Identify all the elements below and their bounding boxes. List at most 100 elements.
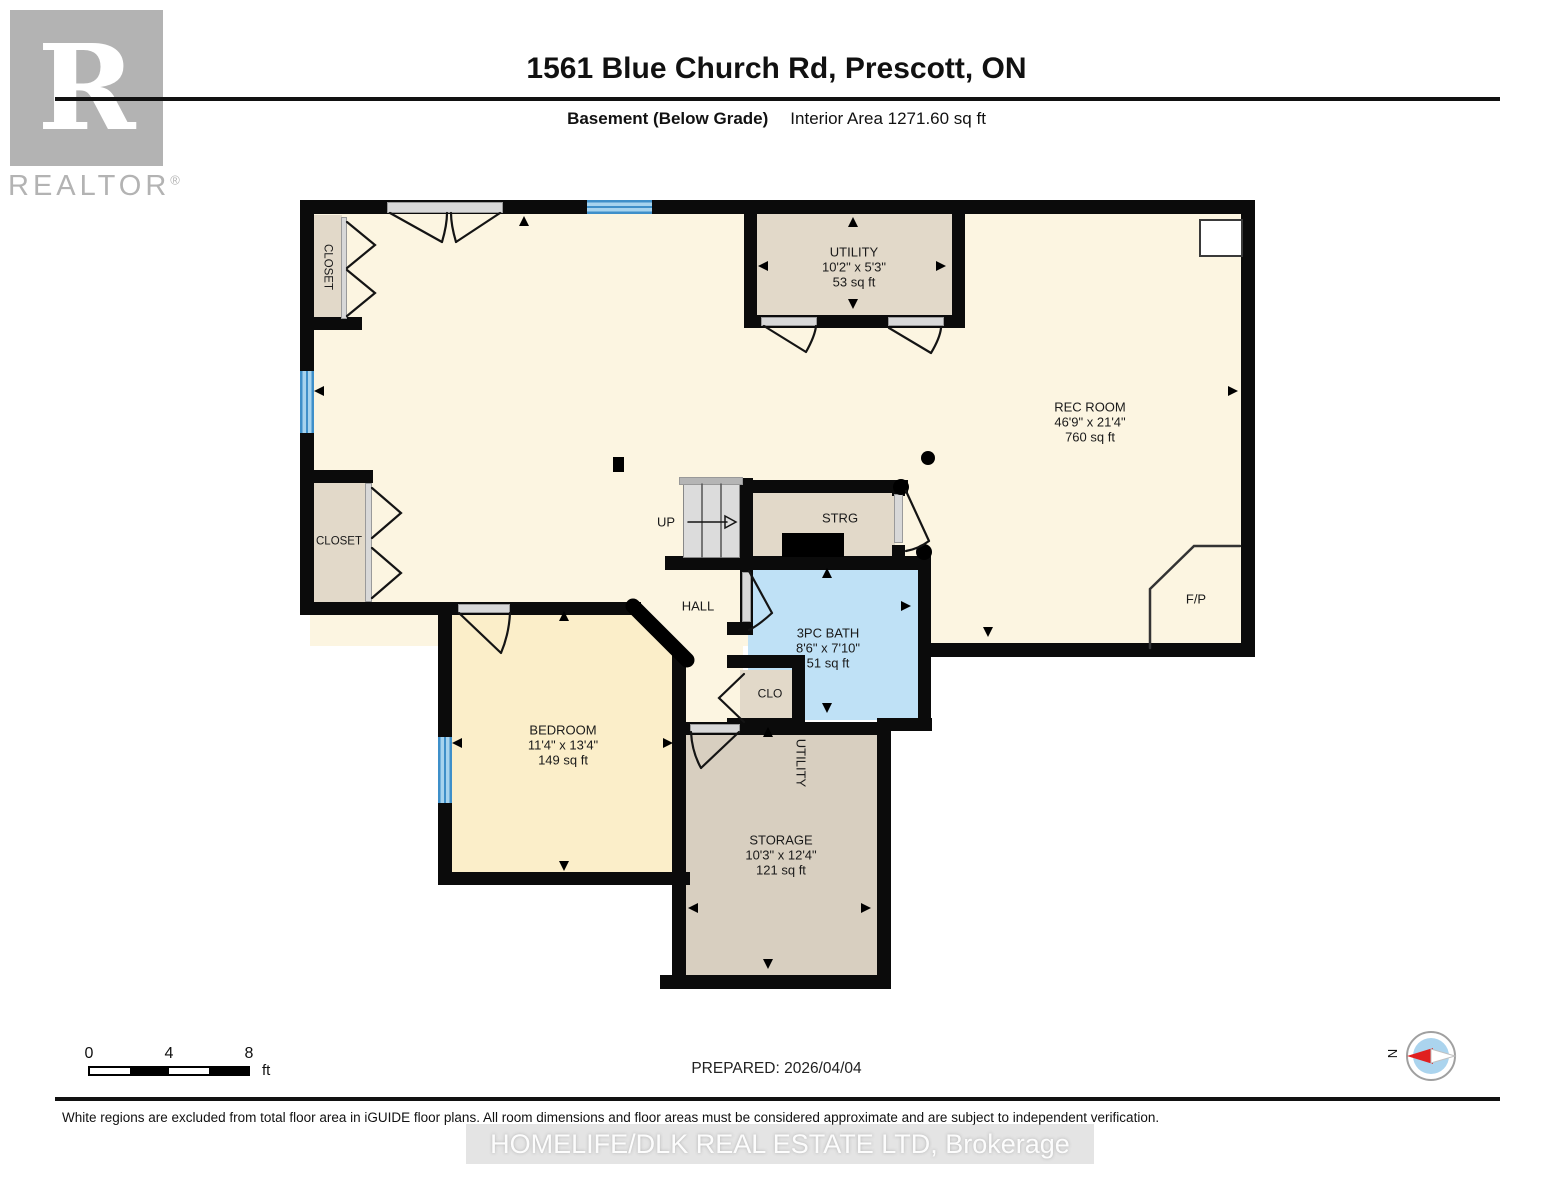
wall-clo-top [727, 655, 805, 668]
dimension-arrow-right [901, 601, 911, 611]
wall-utility-left [744, 200, 757, 328]
dimension-arrow-right [936, 261, 946, 271]
staircase-cap [679, 477, 743, 485]
utility-door-swing-1 [762, 324, 818, 354]
utility-door-opening-1 [761, 317, 817, 326]
room-dims: 8'6" x 7'10" [795, 640, 861, 656]
bedroom-floor [448, 610, 680, 876]
wall-top [300, 200, 1255, 214]
compass [1406, 1031, 1457, 1081]
room-label-hall: HALL [681, 598, 715, 614]
stairs-up-label: UP [656, 514, 676, 530]
wall-storage-bottom [660, 975, 891, 989]
strg-fixture [782, 533, 844, 557]
room-label-utility-top: UTILITY 10'2" x 5'3" 53 sq ft [822, 245, 886, 290]
dimension-arrow-up [519, 216, 529, 226]
support-post-dot [921, 451, 935, 465]
header-divider [55, 97, 1500, 101]
window-top [587, 200, 652, 214]
utility-door-swing-2 [887, 326, 943, 355]
room-name: UTILITY [829, 244, 879, 260]
compass-needle-south [1430, 1048, 1457, 1064]
scale-tick-4: 4 [164, 1045, 174, 1062]
floor-subtitle: Basement (Below Grade) Interior Area 1271… [0, 109, 1553, 129]
excluded-white-region [1199, 219, 1243, 257]
bedroom-door-swing [457, 611, 512, 655]
interior-area-label: Interior Area 1271.60 sq ft [790, 109, 986, 128]
wall-right [1241, 200, 1255, 657]
wall-strg-top [740, 480, 908, 493]
dimension-arrow-right [1228, 386, 1238, 396]
wall-closet-top-bottom [300, 317, 362, 330]
strg-door-swing [904, 489, 931, 553]
dimension-arrow-down [983, 627, 993, 637]
registered-mark: ® [170, 172, 184, 188]
room-label-bath: 3PC BATH 8'6" x 7'10" 51 sq ft [796, 626, 860, 671]
wall-bath-right [918, 556, 931, 731]
wall-bath-top [665, 556, 925, 570]
wall-stairs-right [740, 478, 753, 560]
window-bedroom [438, 737, 452, 803]
dimension-arrow-down [848, 299, 858, 309]
dimension-arrow-down [559, 861, 569, 871]
scale-bar [88, 1066, 250, 1076]
room-dims: 11'4" x 13'4" [527, 737, 599, 753]
wall-storage-right [877, 722, 891, 988]
prepared-date: PREPARED: 2026/04/04 [691, 1060, 862, 1077]
realtor-logo-letter: R [37, 18, 136, 157]
wall-recroom-bottom [918, 643, 1255, 657]
bedroom-chamfer-wall [625, 598, 695, 668]
room-label-fireplace: F/P [1185, 591, 1207, 607]
dimension-arrow-left [452, 738, 462, 748]
dimension-arrow-up [848, 217, 858, 227]
dimension-arrow-left [314, 386, 324, 396]
support-column [613, 457, 624, 472]
room-label-clo: CLO [757, 686, 783, 701]
room-dims: 10'2" x 5'3" [821, 259, 887, 275]
wall-clo-right [792, 655, 805, 731]
staircase [683, 483, 740, 558]
double-door-opening [387, 202, 503, 213]
wall-bath-bottom [877, 718, 932, 731]
room-label-utility-side: UTILITY [793, 738, 809, 788]
compass-needle-north [1407, 1048, 1433, 1064]
dimension-arrow-left [758, 261, 768, 271]
room-name: REC ROOM [1054, 399, 1126, 415]
utility-door-opening-2 [888, 317, 944, 326]
storage-floor [680, 728, 882, 978]
floor-label: Basement (Below Grade) [567, 109, 769, 128]
dimension-arrow-up [559, 611, 569, 621]
dimension-arrow-down [763, 959, 773, 969]
dimension-arrow-up [763, 727, 773, 737]
room-dims: 10'3" x 12'4" [745, 847, 817, 863]
room-label-strg: STRG [821, 510, 859, 526]
bath-door-opening [742, 572, 751, 622]
wall-hall-stub [727, 622, 753, 635]
storage-door-opening [690, 724, 740, 733]
room-dims: 46'9" x 21'4" [1054, 414, 1126, 430]
room-label-closet-mid: CLOSET [315, 535, 363, 548]
dimension-arrow-up [822, 568, 832, 578]
dimension-arrow-right [663, 738, 673, 748]
room-area: 149 sq ft [538, 752, 588, 768]
closet-mid-floor [310, 481, 367, 604]
room-area: 121 sq ft [756, 862, 806, 878]
wall-bedroom-bottom [438, 872, 690, 885]
realtor-logo: R [10, 10, 163, 166]
stair-treads [701, 483, 722, 558]
scale-tick-0: 0 [84, 1045, 94, 1062]
room-label-closet-top: CLOSET [321, 243, 334, 291]
wall-closet-mid-bottom [300, 602, 450, 615]
double-door-leaves [388, 211, 502, 244]
closet-mid-door-strip [365, 483, 372, 602]
room-area: 53 sq ft [832, 274, 876, 290]
wall-closet-mid-top [300, 470, 373, 483]
dimension-arrow-right [861, 903, 871, 913]
clo-bifold [717, 672, 746, 724]
room-label-storage: STORAGE 10'3" x 12'4" 121 sq ft [745, 833, 816, 878]
closet-top-floor [310, 215, 342, 319]
bedroom-door-opening [458, 604, 510, 613]
dimension-arrow-down [822, 703, 832, 713]
